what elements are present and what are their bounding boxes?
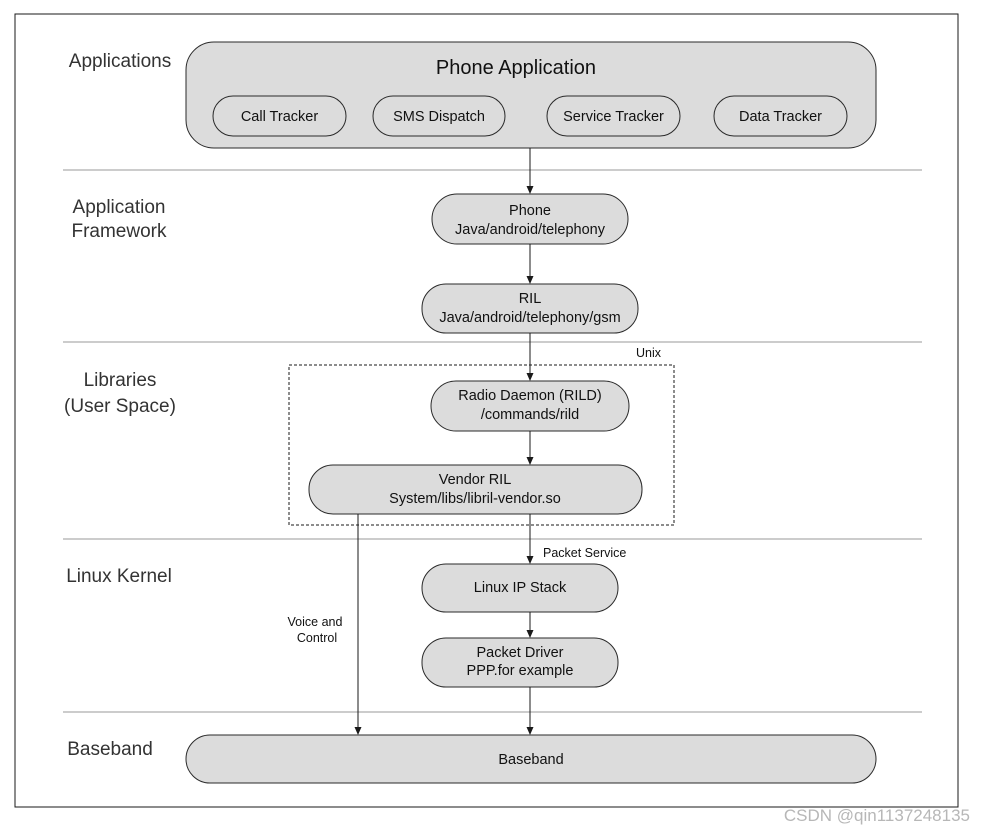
- layer-label-libraries-line1: Libraries: [84, 370, 157, 391]
- radio-daemon-line2: /commands/rild: [481, 407, 579, 423]
- csdn-watermark: CSDN @qin1137248135: [784, 806, 970, 825]
- linux-ip-stack-box: [421, 563, 619, 613]
- packet-driver-line2: PPP.for example: [467, 663, 574, 679]
- layer-label-libraries-line2: (User Space): [64, 396, 176, 417]
- call-tracker-label: Call Tracker: [241, 109, 319, 125]
- layer-label-app-framework-line1: Application: [73, 197, 166, 218]
- phone-framework-line1: Phone: [509, 203, 551, 219]
- linux-ip-stack-label: Linux IP Stack: [474, 580, 567, 596]
- layer-label-baseband: Baseband: [67, 739, 153, 760]
- voice-control-line1: Voice and: [288, 615, 343, 629]
- phone-framework-line2: Java/android/telephony: [455, 222, 606, 238]
- data-tracker-box: [713, 95, 848, 137]
- layer-label-linux-kernel: Linux Kernel: [66, 566, 172, 587]
- vendor-ril-line2: System/libs/libril-vendor.so: [389, 491, 561, 507]
- baseband-label: Baseband: [498, 752, 563, 768]
- ril-line1: RIL: [519, 291, 542, 307]
- data-tracker-label: Data Tracker: [739, 109, 822, 125]
- radio-daemon-line1: Radio Daemon (RILD): [458, 388, 601, 404]
- baseband-box: [185, 734, 877, 784]
- vendor-ril-line1: Vendor RIL: [439, 472, 512, 488]
- unix-label: Unix: [636, 346, 662, 360]
- sms-dispatch-box: [372, 95, 506, 137]
- voice-control-line2: Control: [297, 631, 337, 645]
- layer-label-app-framework-line2: Framework: [71, 221, 167, 242]
- call-tracker-box: [212, 95, 347, 137]
- packet-service-label: Packet Service: [543, 546, 626, 560]
- packet-driver-box: [421, 637, 619, 688]
- vendor-ril-box: [308, 464, 643, 515]
- layer-label-applications: Applications: [69, 51, 171, 72]
- user-space-boundary: [288, 364, 675, 526]
- diagram-frame: [14, 13, 959, 808]
- phone-application-box: [185, 41, 877, 149]
- service-tracker-label: Service Tracker: [563, 109, 664, 125]
- phone-application-title: Phone Application: [436, 57, 596, 79]
- sms-dispatch-label: SMS Dispatch: [393, 109, 485, 125]
- service-tracker-box: [546, 95, 681, 137]
- ril-line2: Java/android/telephony/gsm: [439, 310, 620, 326]
- packet-driver-line1: Packet Driver: [476, 645, 563, 661]
